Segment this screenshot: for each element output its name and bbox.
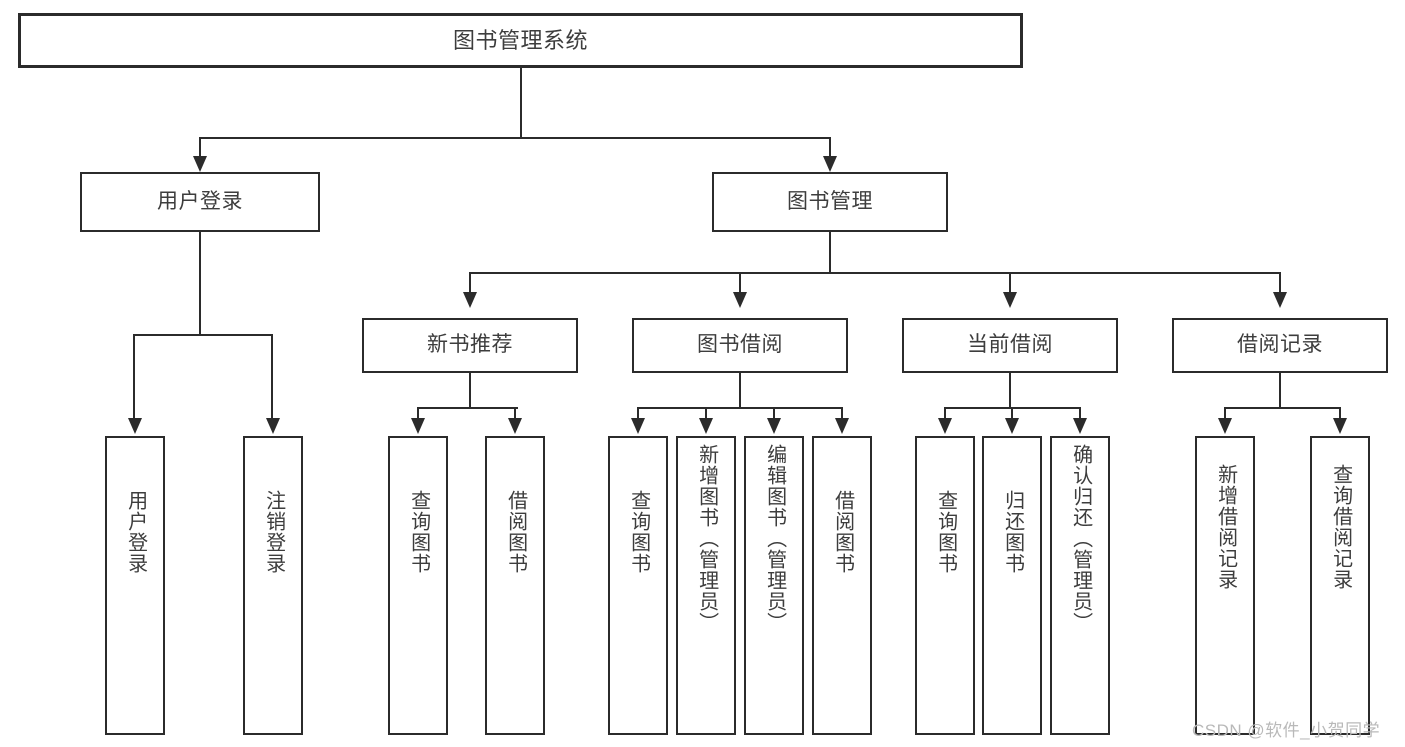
- leaf-logout-label: 注销登录: [262, 490, 285, 574]
- leaf-borrow-book[interactable]: 借阅图书: [812, 436, 872, 735]
- arrow-to-current-borrow: [1003, 292, 1017, 308]
- leaf-query-borrow-record[interactable]: 查询借阅记录: [1310, 436, 1370, 735]
- connector-level2-bus: [199, 137, 831, 139]
- arrow-to-new-book-rec: [463, 292, 477, 308]
- connector-new-book-rec-leaf-1: [417, 407, 419, 420]
- connector-to-book-mgmt: [829, 137, 831, 159]
- arrow-current-borrow-leaf-1: [938, 418, 952, 434]
- connector-user-login-leaf-1: [133, 334, 135, 420]
- connector-current-borrow-leaf-3: [1079, 407, 1081, 420]
- leaf-query-book-borrow-label: 查询图书: [627, 490, 650, 574]
- arrow-new-book-rec-leaf-2: [508, 418, 522, 434]
- connector-to-borrow-record: [1279, 272, 1281, 294]
- leaf-user-login-label: 用户登录: [124, 490, 147, 574]
- node-current-borrow-label: 当前借阅: [967, 333, 1053, 357]
- connector-new-book-rec-bus: [417, 407, 518, 409]
- leaf-query-book-borrow[interactable]: 查询图书: [608, 436, 668, 735]
- leaf-confirm-return-admin[interactable]: 确认归还（管理员）: [1050, 436, 1110, 735]
- connector-book-borrow-leaf-4: [841, 407, 843, 420]
- node-user-login[interactable]: 用户登录: [80, 172, 320, 232]
- leaf-add-borrow-record[interactable]: 新增借阅记录: [1195, 436, 1255, 735]
- arrow-new-book-rec-leaf-1: [411, 418, 425, 434]
- arrow-user-login-leaf-2: [266, 418, 280, 434]
- arrow-current-borrow-leaf-3: [1073, 418, 1087, 434]
- connector-user-login-leaf-2: [271, 334, 273, 420]
- node-borrow-record[interactable]: 借阅记录: [1172, 318, 1388, 373]
- arrow-user-login-leaf-1: [128, 418, 142, 434]
- arrow-book-borrow-leaf-2: [699, 418, 713, 434]
- connector-to-book-borrow: [739, 272, 741, 294]
- leaf-return-book-label: 归还图书: [1001, 490, 1024, 574]
- leaf-query-book-rec[interactable]: 查询图书: [388, 436, 448, 735]
- arrow-book-borrow-leaf-4: [835, 418, 849, 434]
- connector-borrow-record-bus: [1224, 407, 1340, 409]
- connector-book-borrow-leaf-2: [705, 407, 707, 420]
- arrow-to-book-borrow: [733, 292, 747, 308]
- arrow-borrow-record-leaf-2: [1333, 418, 1347, 434]
- connector-borrow-record-leaf-1: [1224, 407, 1226, 420]
- connector-user-login-stem: [199, 232, 201, 336]
- leaf-edit-book-admin-label: 编辑图书（管理员）: [763, 444, 786, 633]
- node-book-management-label: 图书管理: [787, 189, 873, 213]
- arrow-book-borrow-leaf-3: [767, 418, 781, 434]
- node-current-borrow[interactable]: 当前借阅: [902, 318, 1118, 373]
- connector-to-user-login: [199, 137, 201, 159]
- connector-book-borrow-leaf-3: [773, 407, 775, 420]
- arrow-borrow-record-leaf-1: [1218, 418, 1232, 434]
- connector-new-book-rec-leaf-2: [514, 407, 516, 420]
- leaf-add-book-admin[interactable]: 新增图书（管理员）: [676, 436, 736, 735]
- arrow-to-user-login: [193, 156, 207, 172]
- node-root-label: 图书管理系统: [452, 27, 588, 53]
- leaf-query-book-current[interactable]: 查询图书: [915, 436, 975, 735]
- leaf-logout[interactable]: 注销登录: [243, 436, 303, 735]
- connector-current-borrow-stem: [1009, 373, 1011, 409]
- connector-borrow-record-stem: [1279, 373, 1281, 409]
- leaf-add-borrow-record-label: 新增借阅记录: [1214, 464, 1237, 590]
- connector-to-new-book-rec: [469, 272, 471, 294]
- node-new-book-recommend-label: 新书推荐: [427, 333, 513, 357]
- leaf-edit-book-admin[interactable]: 编辑图书（管理员）: [744, 436, 804, 735]
- leaf-user-login[interactable]: 用户登录: [105, 436, 165, 735]
- connector-current-borrow-leaf-1: [944, 407, 946, 420]
- leaf-borrow-book-label: 借阅图书: [831, 490, 854, 574]
- leaf-return-book[interactable]: 归还图书: [982, 436, 1042, 735]
- connector-current-borrow-leaf-2: [1011, 407, 1013, 420]
- node-new-book-recommend[interactable]: 新书推荐: [362, 318, 578, 373]
- leaf-query-borrow-record-label: 查询借阅记录: [1329, 464, 1352, 590]
- connector-book-borrow-bus: [637, 407, 842, 409]
- connector-root-stem: [520, 68, 522, 138]
- connector-level3-bus: [469, 272, 1281, 274]
- connector-book-borrow-stem: [739, 373, 741, 409]
- node-book-management[interactable]: 图书管理: [712, 172, 948, 232]
- arrow-current-borrow-leaf-2: [1005, 418, 1019, 434]
- node-user-login-label: 用户登录: [157, 189, 243, 213]
- leaf-query-book-current-label: 查询图书: [934, 490, 957, 574]
- connector-borrow-record-leaf-2: [1339, 407, 1341, 420]
- connector-book-borrow-leaf-1: [637, 407, 639, 420]
- leaf-borrow-book-rec-label: 借阅图书: [504, 490, 527, 574]
- connector-new-book-rec-stem: [469, 373, 471, 409]
- arrow-to-borrow-record: [1273, 292, 1287, 308]
- connector-to-current-borrow: [1009, 272, 1011, 294]
- leaf-confirm-return-admin-label: 确认归还（管理员）: [1069, 444, 1092, 633]
- connector-user-login-bus: [133, 334, 271, 336]
- leaf-query-book-rec-label: 查询图书: [407, 490, 430, 574]
- leaf-borrow-book-rec[interactable]: 借阅图书: [485, 436, 545, 735]
- connector-book-mgmt-stem: [829, 232, 831, 274]
- node-root[interactable]: 图书管理系统: [18, 13, 1023, 68]
- arrow-to-book-mgmt: [823, 156, 837, 172]
- arrow-book-borrow-leaf-1: [631, 418, 645, 434]
- node-book-borrow-label: 图书借阅: [697, 333, 783, 357]
- node-borrow-record-label: 借阅记录: [1237, 333, 1323, 357]
- leaf-add-book-admin-label: 新增图书（管理员）: [695, 444, 718, 633]
- node-book-borrow[interactable]: 图书借阅: [632, 318, 848, 373]
